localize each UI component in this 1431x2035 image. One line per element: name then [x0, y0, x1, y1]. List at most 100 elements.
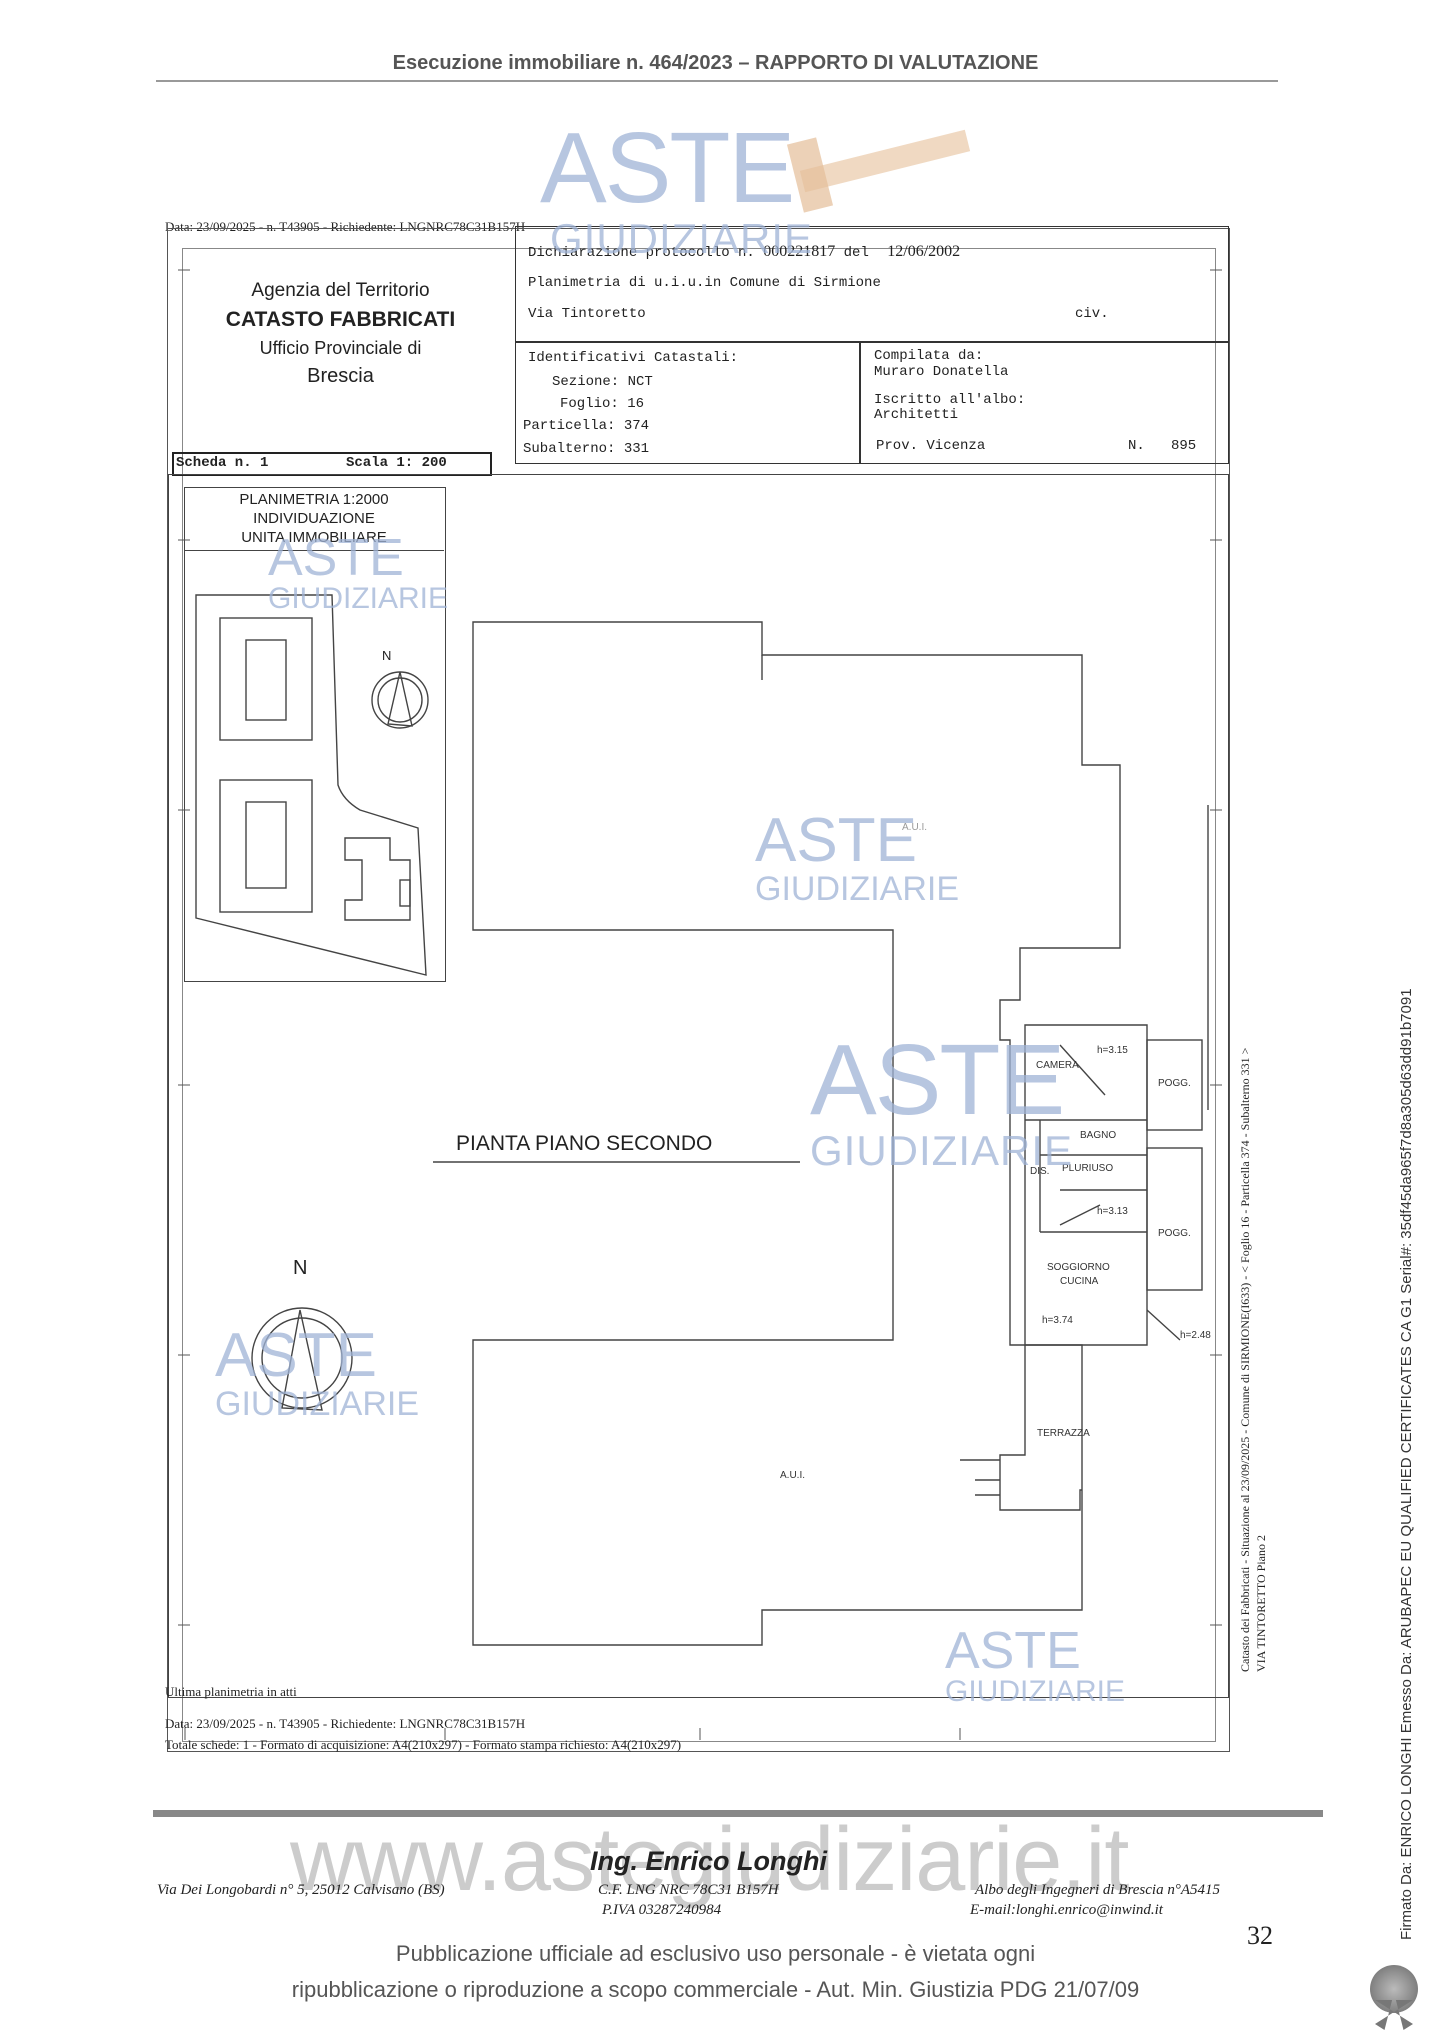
n-value: 895: [1171, 438, 1197, 454]
soggiorno-door: [1059, 1204, 1101, 1226]
location-plan-box: [184, 487, 446, 982]
balcony-2: [1146, 1147, 1203, 1291]
footer-name: Ing. Enrico Longhi: [590, 1846, 827, 1876]
agency-line2: CATASTO FABBRICATI: [225, 308, 456, 331]
watermark-mid-main: ASTE: [755, 806, 917, 875]
agency-line3: Ufficio Provinciale di: [259, 338, 422, 358]
doc-top-line: Data: 23/09/2025 - n. T43905 - Richieden…: [165, 219, 526, 234]
watermark-top-main: ASTE: [540, 112, 795, 224]
ident-title: Identificativi Catastali:: [528, 350, 739, 366]
identificativi-box: [515, 342, 861, 464]
watermark-big: ASTE GIUDIZIARIE: [810, 1030, 1073, 1172]
declaration-number: 000221817: [763, 243, 836, 260]
declaration-box: [515, 226, 1229, 342]
location-plan-caption: PLANIMETRIA 1:2000 INDIVIDUAZIONE UNITA …: [184, 490, 444, 547]
room-bagno: BAGNO: [1080, 1130, 1117, 1141]
site-north-arrow: [387, 671, 413, 727]
iscritto-value: Architetti: [874, 407, 959, 423]
height-2: h=3.13: [1097, 1206, 1128, 1217]
watermark-mid: ASTE GIUDIZIARIE: [755, 806, 960, 908]
declaration-line: Dichiarazione protocollo n. 000221817 de…: [528, 243, 960, 261]
compilata-name: Muraro Donatella: [874, 364, 1009, 380]
room-pogg-2: POGG.: [1158, 1228, 1191, 1239]
watermark-left-main: ASTE: [215, 1321, 377, 1390]
doc-bottom-line-2: Totale schede: 1 - Formato di acquisizio…: [165, 1737, 682, 1752]
room-camera: CAMERA: [1036, 1060, 1079, 1071]
unit-wall-6: [1146, 1309, 1181, 1341]
footer-albo: Albo degli Ingegneri di Brescia n°A5415: [975, 1882, 1220, 1898]
watermark-left: ASTE GIUDIZIARIE: [215, 1321, 419, 1422]
plan-caption-rule: [184, 550, 444, 551]
digital-signature: Firmato Da: ENRICO LONGHI Emesso Da: ARU…: [1398, 988, 1415, 1940]
unit-outline: [1024, 1024, 1148, 1346]
site-building-2-inner: [245, 801, 287, 889]
drawing-frame: [168, 474, 1229, 1698]
scala-label: Scala 1: 200: [346, 455, 447, 471]
north-compass-arrow: [281, 1309, 323, 1411]
side-note: Catasto dei Fabbricati - Situazione al 2…: [1238, 1047, 1252, 1672]
watermark-bottom-main: ASTE: [945, 1622, 1081, 1680]
site-unit-marker: [399, 879, 411, 907]
site-building-1: [219, 617, 313, 741]
site-outline: [195, 594, 427, 976]
header-rule: [156, 80, 1278, 82]
watermark-top: ASTE GIUDIZIARIE: [540, 118, 813, 260]
room-cucina: CUCINA: [1060, 1276, 1099, 1287]
agency-line4: Brescia: [307, 365, 374, 387]
plan-caption-l2: INDIVIDUAZIONE: [253, 510, 375, 527]
room-terrazza: TERRAZZA: [1037, 1428, 1090, 1439]
agency-block: Agenzia del Territorio CATASTO FABBRICAT…: [183, 280, 498, 388]
plan-caption-l1: PLANIMETRIA 1:2000: [239, 491, 389, 508]
site-north-circle-inner: [377, 677, 423, 723]
seal-icon: [1370, 1965, 1418, 2013]
terrace-outline: [999, 1345, 1082, 1511]
via-line: Via Tintoretto: [528, 306, 646, 322]
aui-label: A.U.I.: [780, 1470, 806, 1481]
doc-inner-frame: [182, 248, 1216, 1742]
height-4: h=2.48: [1180, 1330, 1211, 1341]
agency-line1: Agenzia del Territorio: [251, 280, 430, 301]
site-north-circle: [371, 671, 429, 729]
declaration-date: 12/06/2002: [887, 243, 961, 260]
publication-note-2: ripubblicazione o riproduzione a scopo c…: [291, 1977, 1140, 2002]
publication-note-1: Pubblicazione ufficiale ad esclusivo uso…: [395, 1941, 1036, 1966]
declaration-del: del: [843, 245, 869, 261]
site-north-label: N: [382, 648, 392, 663]
camera-door: [1059, 1044, 1106, 1096]
civ-label: civ.: [1075, 306, 1109, 322]
n-label: N.: [1128, 438, 1145, 454]
room-dis: DIS.: [1030, 1166, 1050, 1177]
compilata-label: Compilata da:: [874, 348, 984, 364]
watermark-mid-aui: A.U.I.: [902, 822, 928, 833]
page-number: 32: [1247, 1921, 1273, 1950]
watermark-bottom: ASTE GIUDIZIARIE: [945, 1625, 1125, 1707]
room-pluriuso: PLURIUSO: [1062, 1163, 1114, 1174]
height-1: h=3.15: [1097, 1045, 1128, 1056]
prov-label: Prov. Vicenza: [876, 438, 986, 454]
watermark-url: www.astegiudiziarie.it: [290, 1810, 1129, 1910]
watermark-plan-sub: GIUDIZIARIE: [268, 582, 449, 615]
site-building-1-inner: [245, 639, 287, 721]
footer-address: Via Dei Longobardi n° 5, 25012 Calvisano…: [157, 1882, 445, 1898]
planimetria-line: Planimetria di u.i.u.in Comune di Sirmio…: [528, 275, 881, 291]
watermark-mid-sub: GIUDIZIARIE: [755, 870, 960, 908]
height-3: h=3.74: [1042, 1315, 1073, 1326]
room-soggiorno: SOGGIORNO: [1047, 1262, 1110, 1273]
footer-cf: C.F. LNG NRC 78C31 B157H: [598, 1882, 779, 1898]
iscritto-label: Iscritto all'albo:: [874, 392, 1026, 408]
watermark-bottom-sub: GIUDIZIARIE: [945, 1675, 1126, 1708]
north-label: N: [293, 1257, 308, 1279]
watermark-big-sub: GIUDIZIARIE: [810, 1127, 1074, 1174]
plan-caption-l3: UNITA IMMOBILIARE: [241, 529, 387, 546]
building-outline: [472, 621, 1121, 1646]
ident-foglio: Foglio: 16: [560, 396, 645, 412]
room-pogg-1: POGG.: [1158, 1078, 1191, 1089]
site-building-2: [219, 779, 313, 913]
north-compass-outer: [251, 1307, 353, 1409]
doc-outer-frame: [167, 228, 1230, 1752]
watermark-top-sub: GIUDIZIARIE: [550, 215, 814, 262]
declaration-label: Dichiarazione protocollo n.: [528, 245, 755, 261]
compilata-box: [859, 342, 1229, 464]
ident-sezione: Sezione: NCT: [552, 374, 653, 390]
